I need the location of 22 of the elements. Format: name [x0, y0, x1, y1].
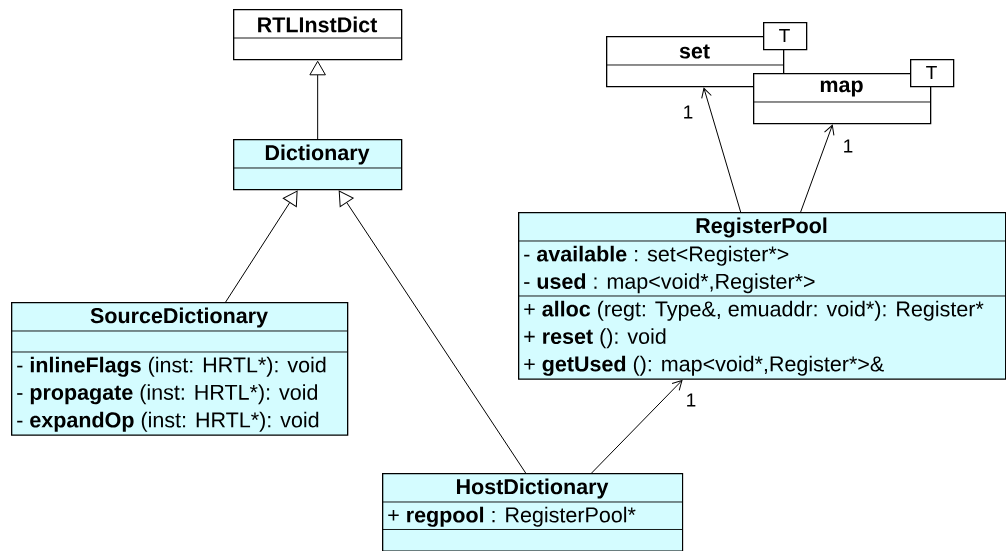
attribute-text: - available : set<Register*> [524, 245, 789, 266]
multiplicity-label: 1 [684, 392, 698, 408]
multiplicity-label: 1 [841, 138, 855, 154]
association-arrow [591, 380, 683, 474]
attribute-text: - used : map<void*,Register*> [524, 273, 815, 294]
method-text: - inlineFlags (inst: HRTL*): void [17, 356, 326, 377]
class-box: RTLInstDict [232, 9, 403, 61]
method-text: + alloc (regt: Type&, emuaddr: void*): Register* [524, 300, 984, 321]
method-text: + getUsed (): map<void*,Register*>& [524, 355, 884, 376]
class-box: Dictionary [232, 139, 403, 191]
association-arrow [800, 124, 835, 213]
association-arrow [701, 87, 742, 213]
multiplicity-label: 1 [681, 104, 695, 120]
method-text: - propagate (inst: HRTL*): void [17, 384, 318, 405]
attribute-text: + regpool : RegisterPool* [388, 506, 636, 527]
generalization-arrow [309, 60, 326, 140]
generalization-arrow [225, 190, 298, 303]
generalization-arrow [338, 190, 527, 474]
method-text: + reset (): void [524, 328, 666, 349]
method-text: - expandOp (inst: HRTL*): void [17, 411, 319, 432]
template-parameter-box: T [910, 59, 955, 88]
template-parameter-box: T [763, 22, 808, 51]
